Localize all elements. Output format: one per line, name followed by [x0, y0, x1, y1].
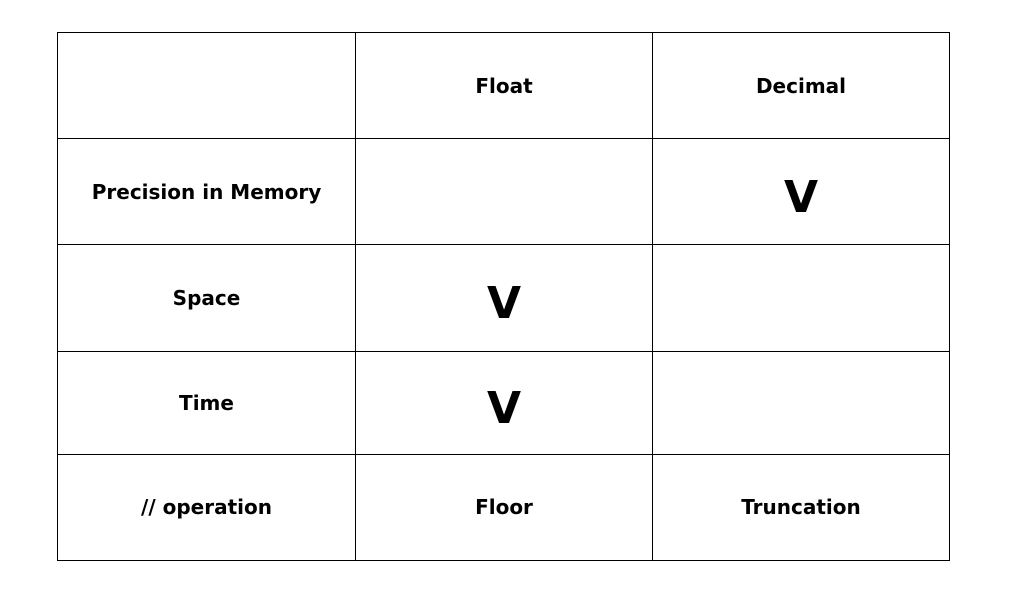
- row-label-precision: Precision in Memory: [57, 138, 356, 246]
- cell-space-decimal: [652, 244, 950, 352]
- table-row: // operation Floor Truncation: [57, 453, 950, 562]
- header-decimal: Decimal: [652, 31, 950, 140]
- header-corner-cell: [57, 31, 356, 140]
- cell-precision-float: [355, 138, 653, 246]
- cell-operation-decimal: Truncation: [652, 453, 950, 562]
- cell-time-float: V: [355, 350, 653, 455]
- table-row: Space V: [57, 244, 950, 352]
- cell-space-float: V: [355, 244, 653, 352]
- check-mark: V: [486, 382, 522, 434]
- row-label-space: Space: [57, 244, 356, 352]
- check-mark: V: [486, 277, 522, 329]
- cell-precision-decimal: V: [652, 138, 950, 246]
- table-row: Time V: [57, 350, 950, 455]
- row-label-operation: // operation: [57, 453, 356, 562]
- table-row: Precision in Memory V: [57, 138, 950, 246]
- cell-time-decimal: [652, 350, 950, 455]
- header-float: Float: [355, 31, 653, 140]
- row-label-time: Time: [57, 350, 356, 455]
- check-mark: V: [783, 171, 819, 223]
- cell-operation-float: Floor: [355, 453, 653, 562]
- comparison-table: Float Decimal Precision in Memory V Spac…: [57, 31, 950, 562]
- header-row: Float Decimal: [57, 31, 950, 140]
